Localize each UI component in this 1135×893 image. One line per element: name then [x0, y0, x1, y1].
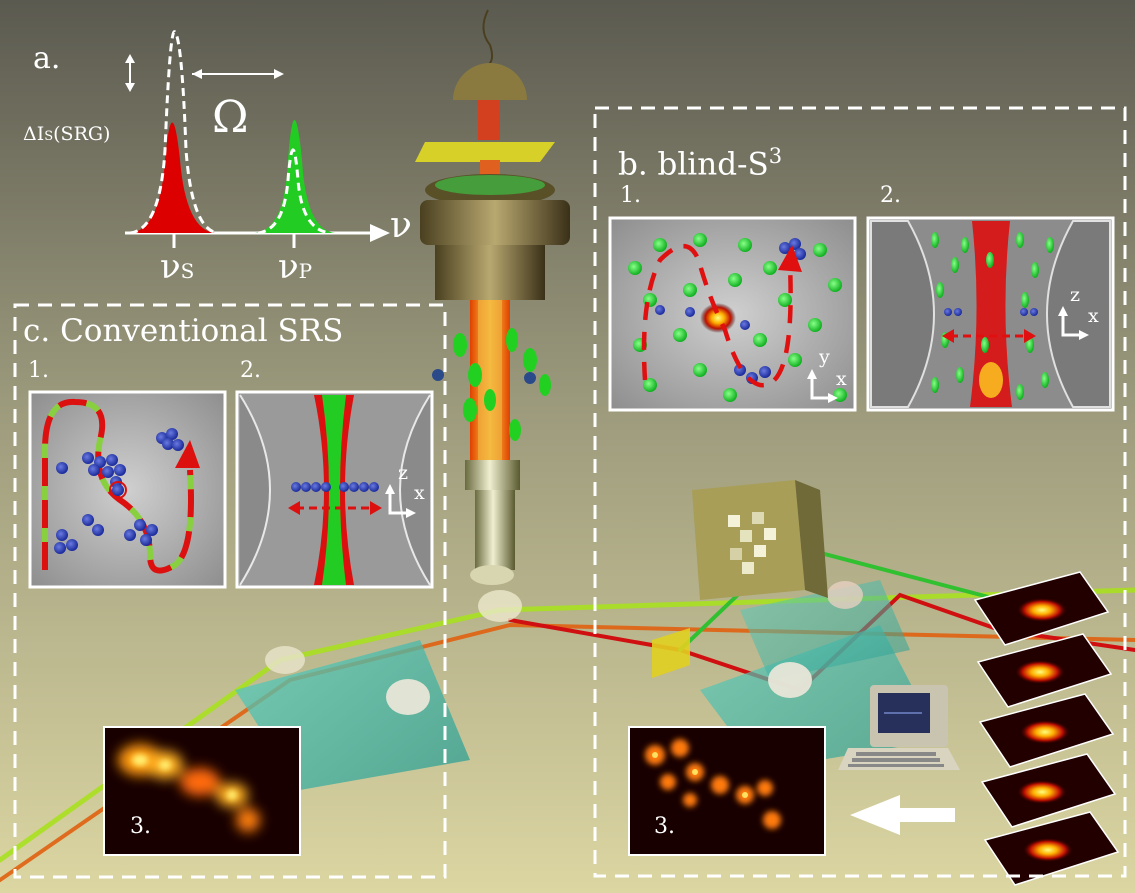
computer-icon [838, 685, 960, 770]
panel-c-sub2-label: 2. [240, 358, 261, 383]
nu-axis-label: ν [390, 205, 412, 246]
nu-s-label: νS [160, 247, 195, 287]
panel-c-sub3-label: 3. [130, 814, 151, 839]
beam-splitter-icon [478, 590, 522, 622]
pump-peak [255, 120, 335, 233]
beam-splitter-icon [827, 581, 863, 609]
spatial-light-modulator [692, 480, 828, 600]
omega-label: Ω [212, 92, 249, 143]
panel-b-sub2-label: 2. [880, 183, 901, 208]
panel-c-sub1-label: 1. [28, 358, 49, 383]
panel-c-frame [13, 303, 447, 879]
panel-b-frame [593, 106, 1127, 878]
panel-b-sub3-label: 3. [654, 814, 675, 839]
arrow-left-icon [850, 795, 955, 835]
panel-b-axis-x2: x [1088, 305, 1099, 327]
panel-c-result-image [103, 726, 301, 856]
microscope-objective-icon [415, 9, 570, 585]
panel-c-scan-image [28, 390, 227, 589]
panel-b-focus-image [866, 216, 1115, 412]
panel-b-title: b. blind-S3 [618, 144, 783, 183]
image-stack-icon [973, 571, 1120, 886]
nu-p-label: νP [278, 247, 313, 287]
panel-c-focus-image [235, 390, 434, 589]
panel-c-title: c. Conventional SRS [23, 313, 344, 349]
panel-c-axis-x: x [414, 482, 425, 504]
beam-splitter-icon [386, 679, 430, 715]
beam-splitter-icon [652, 628, 690, 678]
panel-b-axis-y: y [819, 346, 830, 368]
panel-b-sub1-label: 1. [620, 183, 641, 208]
filter-plate [740, 580, 910, 680]
panel-b-scan-image [608, 216, 857, 412]
stokes-peak [130, 122, 215, 233]
beam-splitter-icon [265, 646, 305, 674]
panel-b-axis-x: x [836, 368, 847, 390]
panel-c-axis-z: z [398, 462, 409, 484]
panel-b-axis-z: z [1070, 284, 1081, 306]
particles [432, 328, 551, 441]
delta-intensity-label: ΔIS(SRG) [23, 123, 111, 145]
beam-splitter-icon [768, 662, 812, 698]
panel-a-label: a. [33, 41, 61, 76]
panel-a-spectrum [125, 30, 390, 248]
panel-b-result-image [628, 726, 826, 856]
